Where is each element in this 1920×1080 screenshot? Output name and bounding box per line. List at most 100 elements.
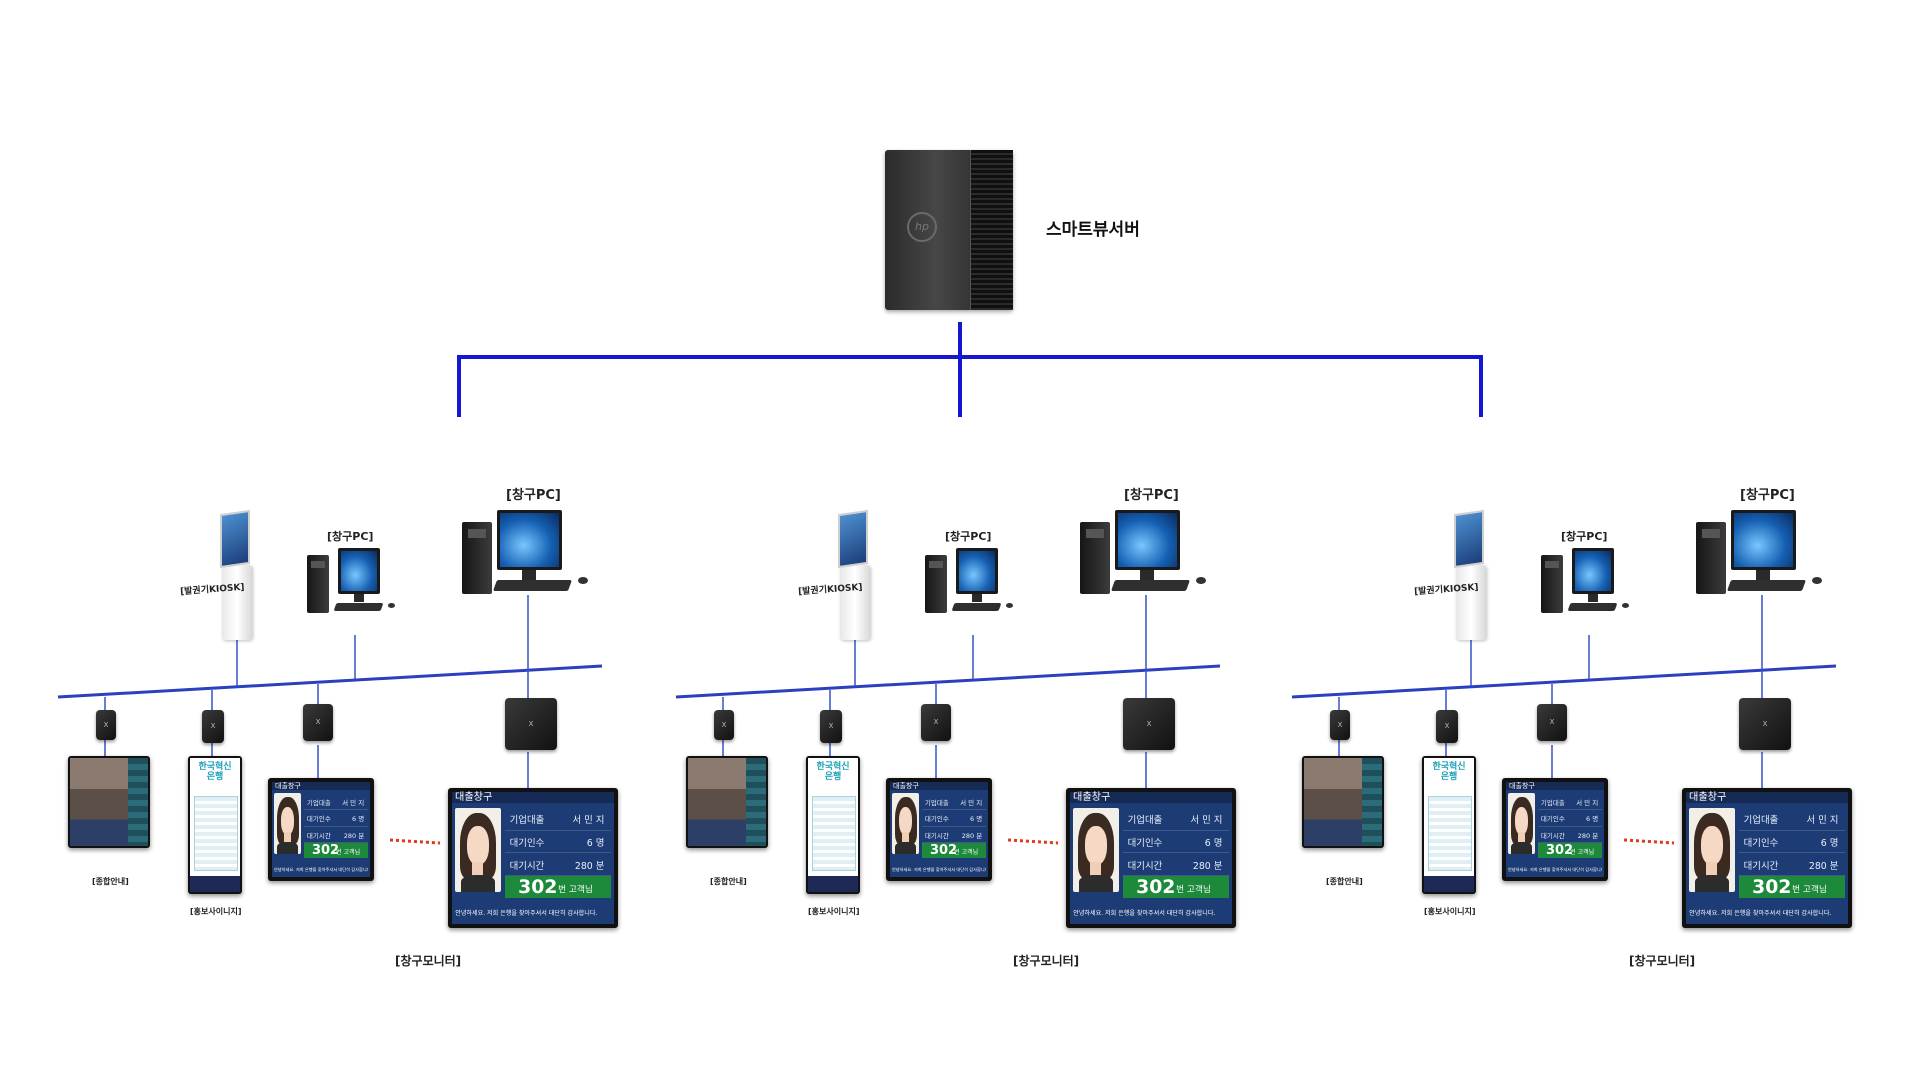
info-side-panel <box>745 758 766 846</box>
set-top-box: X <box>303 704 333 741</box>
row-value: 서 민 지 <box>1806 815 1839 827</box>
pc-small-screen <box>959 551 995 591</box>
agent-portrait <box>1689 807 1735 893</box>
row-name: 대기시간 <box>924 831 949 840</box>
portrait-neck <box>1706 861 1718 879</box>
portrait-shirt <box>1511 842 1533 855</box>
signage-monitor: 한국혁신 은행 <box>806 756 860 894</box>
pc-large-keyboard <box>1110 580 1191 591</box>
set-top-box: X <box>96 710 116 740</box>
row-name: 대기인수 <box>1743 837 1779 849</box>
welcome-message: 안녕하세요. 저희 은행을 찾아주셔서 대단히 감사합니다. <box>1073 909 1216 917</box>
kiosk-screen <box>1454 509 1484 569</box>
pc-small-keyboard <box>333 603 384 611</box>
row-value: 서 민 지 <box>1190 815 1223 827</box>
pc-large-keyboard <box>1726 580 1807 591</box>
current-suffix: 번 고객님 <box>1176 885 1211 896</box>
portrait-shirt <box>460 875 496 893</box>
row-value: 280 분 <box>1577 831 1599 840</box>
row-value: 280 분 <box>1808 860 1839 872</box>
lan-bus-2 <box>1291 664 1837 699</box>
lan-bus-0 <box>57 664 603 699</box>
signage-header: 한국혁신 은행 <box>198 762 232 783</box>
pc-large-screen <box>1734 513 1793 567</box>
row-value: 서 민 지 <box>960 798 983 807</box>
pc-small-screen <box>1575 551 1611 591</box>
signage-table <box>194 795 238 872</box>
row-value: 280 분 <box>1192 860 1223 872</box>
pc-large-stand <box>522 570 536 580</box>
pc-large-label: [창구PC] <box>1124 488 1179 503</box>
kiosk <box>1456 565 1486 640</box>
set-top-box: X <box>820 710 842 743</box>
row-value: 6 명 <box>1204 837 1223 849</box>
portrait-face <box>1701 826 1723 866</box>
current-suffix: 번 고객님 <box>1792 885 1827 896</box>
pc-large-stand <box>1140 570 1154 580</box>
pc-small-monitor <box>338 548 380 594</box>
portrait-neck <box>1090 861 1102 879</box>
row-value: 280 분 <box>961 831 983 840</box>
portrait-neck <box>472 861 484 879</box>
row-name: 대기인수 <box>1127 837 1163 849</box>
current-number: 302 <box>518 876 558 898</box>
info-monitor <box>1302 756 1384 848</box>
pc-large-label: [창구PC] <box>506 488 561 503</box>
portrait-shirt <box>277 842 299 855</box>
kiosk-screen <box>838 509 868 569</box>
info-side-panel <box>1361 758 1382 846</box>
kiosk <box>222 565 252 640</box>
pc-large-mouse <box>1812 577 1822 584</box>
row-value: 6 명 <box>586 837 605 849</box>
set-top-box: X <box>1739 698 1791 750</box>
server-front-panel <box>970 150 1013 310</box>
dots-connector-1 <box>1007 838 1059 845</box>
signage-screen: 한국혁신 은행 <box>190 758 240 892</box>
signage-footer <box>1424 875 1474 892</box>
pc-small-label: [창구PC] <box>327 530 374 543</box>
welcome-message: 안녕하세요. 저희 은행을 찾아주셔서 대단히 감사합니다. <box>891 866 987 872</box>
signage-table <box>812 795 856 872</box>
pc-large-monitor <box>1115 510 1180 570</box>
row-name: 기업대출 <box>1743 815 1779 827</box>
row-name: 기업대출 <box>1540 798 1565 807</box>
window-monitor-group-label: [창구모니터] <box>395 954 462 968</box>
info-monitor-screen <box>1304 758 1382 846</box>
pc-large-tower <box>1696 522 1726 594</box>
row-name: 대기시간 <box>306 831 331 840</box>
info-monitor <box>686 756 768 848</box>
info-monitor-label: [종합안내] <box>1326 877 1363 886</box>
row-name: 기업대출 <box>509 815 545 827</box>
portrait-face <box>467 826 489 866</box>
row-name: 대기시간 <box>1743 860 1779 872</box>
portrait-neck <box>284 832 291 845</box>
info-monitor-screen <box>688 758 766 846</box>
queue-row: 대기시간 280 분 <box>1739 853 1845 877</box>
current-suffix: 번 고객님 <box>954 849 979 857</box>
portrait-face <box>1515 806 1529 835</box>
window-monitor-group-label: [창구모니터] <box>1013 954 1080 968</box>
row-value: 서 민 지 <box>342 798 365 807</box>
set-top-box: X <box>921 704 951 741</box>
agent-portrait <box>455 807 501 893</box>
pc-small-mouse <box>1006 603 1013 608</box>
